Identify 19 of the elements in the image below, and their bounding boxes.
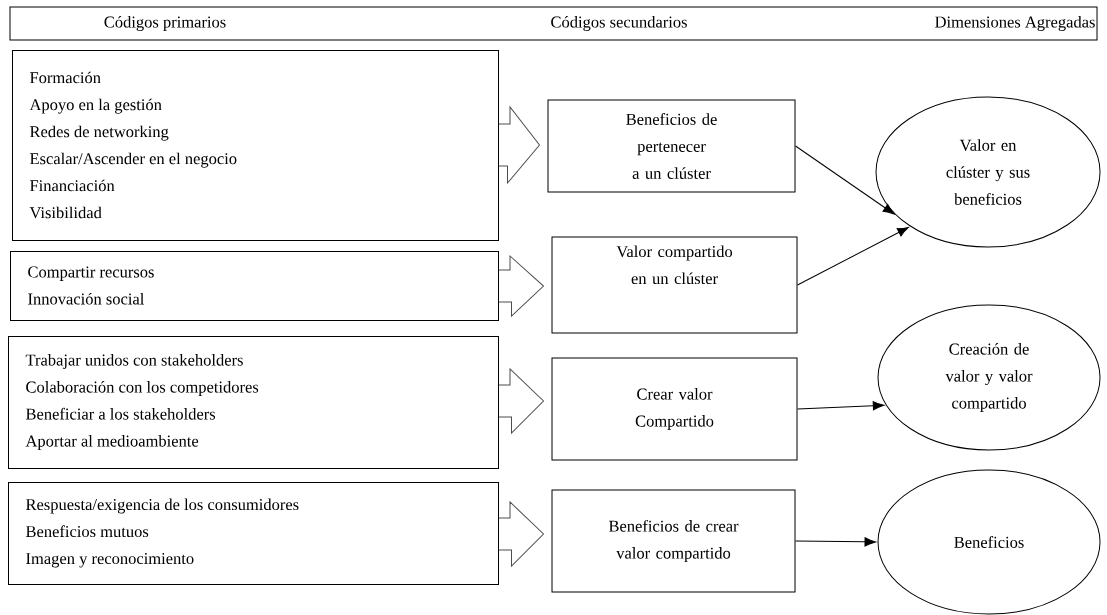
code-list-box: Respuesta/exigencia de los consumidores Beneficios mutuos Imagen y reconocimiento: [8, 482, 499, 585]
category-box: Crear valor Compartido: [551, 357, 798, 461]
category-box: Valor compartido en un clúster: [551, 236, 798, 334]
column-heading: Códigos primarios: [104, 16, 226, 31]
column-heading: Dimensiones Agregadas: [935, 16, 1095, 31]
block-arrow: [498, 106, 540, 184]
arrow: [795, 537, 876, 547]
code-list-box: Trabajar unidos con stakeholders Colaboración con los competidores Beneficiar a los stakeholders Aportar al medioambiente: [8, 336, 499, 469]
arrow: [797, 226, 909, 286]
category-box: Beneficios de pertenecer a un clúster: [547, 99, 796, 193]
arrow: [795, 145, 895, 215]
code-list-box: Compartir recursos Innovación social: [10, 251, 499, 321]
code-list-box: Formación Apoyo en la gestión Redes de networking Escalar/Ascender en el negocio Financiación Visibilidad: [12, 50, 499, 241]
column-heading: Códigos secundarios: [551, 16, 687, 31]
block-arrow: [498, 501, 544, 567]
arrow: [797, 401, 885, 411]
block-arrow: [498, 368, 544, 434]
category-box: Beneficios de crear valor compartido: [551, 489, 796, 593]
block-arrow: [498, 255, 544, 317]
